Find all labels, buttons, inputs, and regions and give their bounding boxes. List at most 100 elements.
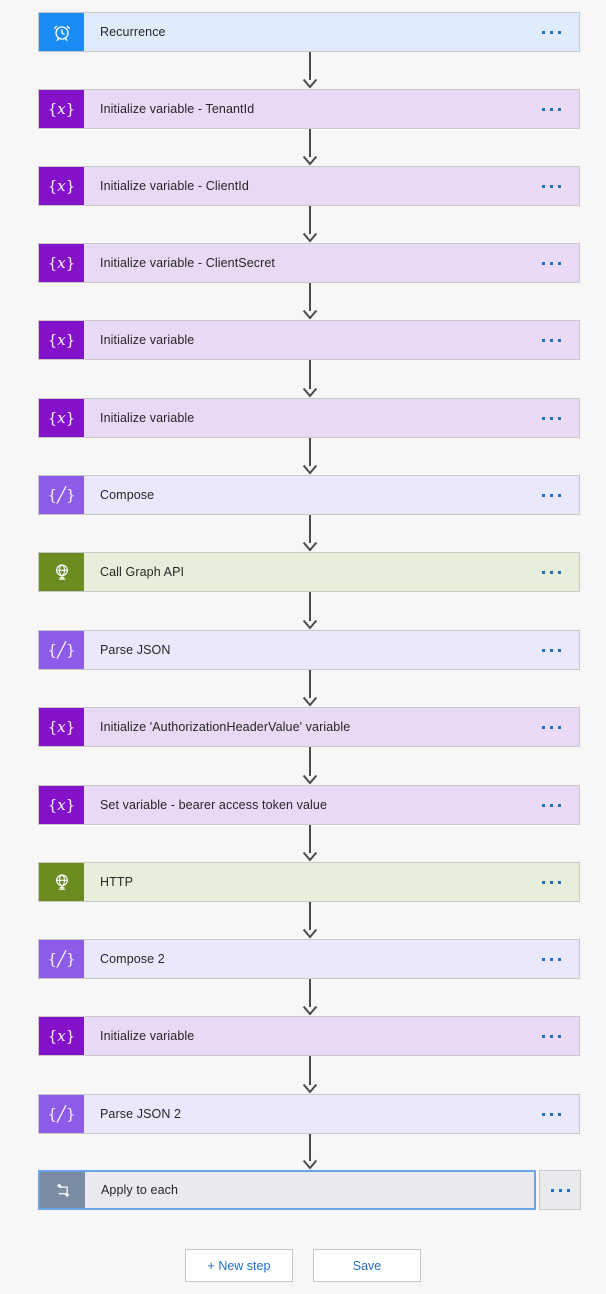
menu-dot <box>549 338 553 342</box>
flow-step-card[interactable]: {x} Initialize variable <box>38 1016 580 1056</box>
connector-line <box>309 1056 311 1085</box>
flow-step-label: Compose <box>100 488 155 502</box>
flow-step-label: HTTP <box>100 875 134 889</box>
menu-dot <box>549 725 553 729</box>
ellipsis-menu-icon[interactable] <box>523 244 579 282</box>
flow-step-label: Initialize variable - ClientSecret <box>100 256 276 270</box>
menu-dot <box>541 261 545 265</box>
menu-dot <box>541 880 545 884</box>
flow-step-card[interactable]: {x}Initialize 'AuthorizationHeaderValue'… <box>38 707 580 747</box>
ellipsis-menu-icon[interactable] <box>523 167 579 205</box>
flow-step-card[interactable]: HTTP <box>38 862 580 902</box>
ellipsis-menu-icon[interactable] <box>523 1017 579 1055</box>
menu-dot <box>541 338 545 342</box>
flow-step-card[interactable]: Recurrence <box>38 12 580 52</box>
variable-icon: {x} <box>39 244 84 282</box>
flow-step-label: Initialize variable <box>100 1029 195 1043</box>
menu-dot <box>541 30 545 34</box>
alarm-clock-icon <box>39 13 84 51</box>
flow-step-card[interactable]: {╱} Compose <box>38 475 580 515</box>
ellipsis-menu-icon[interactable] <box>523 786 579 824</box>
connector-arrow <box>302 928 318 939</box>
save-button[interactable]: Save <box>313 1249 421 1282</box>
connector-line <box>309 52 311 80</box>
menu-dot <box>541 570 545 574</box>
connector-line <box>309 360 311 389</box>
flow-step-card[interactable]: {x}Initialize variable - ClientId <box>38 166 580 206</box>
menu-dot <box>549 261 553 265</box>
menu-dot <box>541 1112 545 1116</box>
menu-dot <box>541 648 545 652</box>
flow-step-label: Recurrence <box>100 25 166 39</box>
menu-dot <box>557 725 561 729</box>
menu-dot <box>557 648 561 652</box>
new-step-button[interactable]: + New step <box>185 1249 293 1282</box>
flow-step-label: Set variable - bearer access token value <box>100 798 328 812</box>
flow-step-card[interactable]: {╱}Compose 2 <box>38 939 580 979</box>
loop-icon <box>40 1172 85 1208</box>
ellipsis-menu-icon[interactable] <box>523 863 579 901</box>
ellipsis-menu-icon[interactable] <box>523 553 579 591</box>
connector-arrow <box>302 232 318 243</box>
flow-step-card[interactable]: {x} Set variable - bearer access token va… <box>38 785 580 825</box>
menu-dot <box>549 1112 553 1116</box>
ellipsis-menu-icon[interactable] <box>523 476 579 514</box>
menu-dot <box>549 803 553 807</box>
flow-step-card[interactable]: {x}Initialize variable - TenantId <box>38 89 580 129</box>
connector-arrow <box>302 464 318 475</box>
ellipsis-menu-icon[interactable] <box>523 1095 579 1133</box>
flow-step-label: Initialize variable <box>100 333 195 347</box>
flow-step-card[interactable]: Call Graph API <box>38 552 580 592</box>
ellipsis-menu-icon[interactable] <box>523 940 579 978</box>
flow-step-card[interactable]: {x}Initialize variable <box>38 398 580 438</box>
compose-icon: {╱} <box>39 476 84 514</box>
connector-line <box>309 747 311 776</box>
flow-step-card[interactable]: {╱}Parse JSON <box>38 630 580 670</box>
menu-dot <box>541 416 545 420</box>
menu-dot <box>550 1188 554 1192</box>
menu-dot <box>566 1188 570 1192</box>
flow-step-card[interactable]: {╱}Parse JSON 2 <box>38 1094 580 1134</box>
ellipsis-menu-icon[interactable] <box>539 1170 581 1210</box>
compose-icon: {╱} <box>39 940 84 978</box>
menu-dot <box>549 30 553 34</box>
variable-icon: {x} <box>39 167 84 205</box>
connector-arrow <box>302 696 318 707</box>
menu-dot <box>557 880 561 884</box>
footer-actions: + New step Save <box>0 1249 606 1282</box>
menu-dot <box>557 416 561 420</box>
menu-dot <box>549 416 553 420</box>
connector-line <box>309 1134 311 1161</box>
connector-arrow <box>302 1005 318 1016</box>
menu-dot <box>557 338 561 342</box>
connector-line <box>309 283 311 311</box>
ellipsis-menu-icon[interactable] <box>523 708 579 746</box>
ellipsis-menu-icon[interactable] <box>523 13 579 51</box>
ellipsis-menu-icon[interactable] <box>523 321 579 359</box>
connector-line <box>309 979 311 1007</box>
flow-step-card[interactable]: {x} Initialize variable - ClientSecret <box>38 243 580 283</box>
variable-icon: {x} <box>39 708 84 746</box>
connector-line <box>309 206 311 234</box>
ellipsis-menu-icon[interactable] <box>523 90 579 128</box>
flow-step-card[interactable]: {x} Initialize variable <box>38 320 580 360</box>
connector-arrow <box>302 155 318 166</box>
menu-dot <box>549 570 553 574</box>
connector-arrow <box>302 1083 318 1094</box>
ellipsis-menu-icon[interactable] <box>523 631 579 669</box>
variable-icon: {x} <box>39 786 84 824</box>
ellipsis-menu-icon[interactable] <box>523 399 579 437</box>
menu-dot <box>557 107 561 111</box>
menu-dot <box>557 30 561 34</box>
connector-arrow <box>302 619 318 630</box>
menu-dot <box>541 725 545 729</box>
menu-dot <box>557 1112 561 1116</box>
menu-dot <box>558 1188 562 1192</box>
flow-step-label: Parse JSON <box>100 643 171 657</box>
flow-step-card[interactable]: Apply to each <box>38 1170 536 1210</box>
variable-icon: {x} <box>39 321 84 359</box>
variable-icon: {x} <box>39 1017 84 1055</box>
menu-dot <box>549 107 553 111</box>
connector-line <box>309 515 311 543</box>
